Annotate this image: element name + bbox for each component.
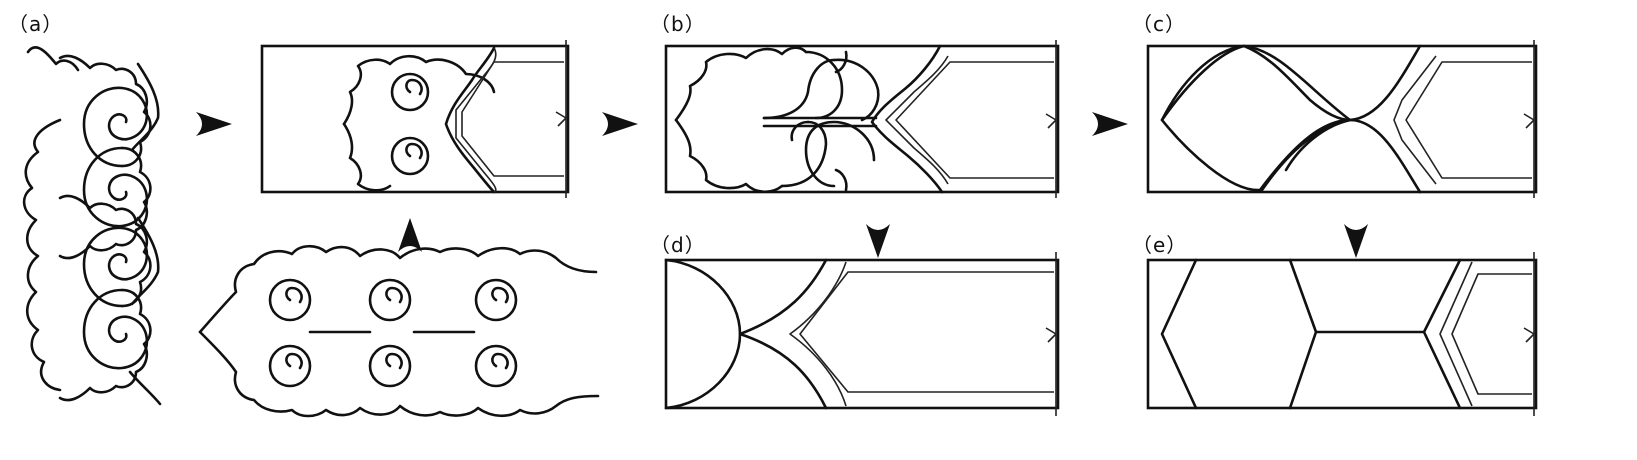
- panel-a-vertical-scroll-chain: [22, 46, 162, 406]
- panel-label-a: （a）: [8, 12, 64, 36]
- panel-label-e: （e）: [1132, 233, 1188, 257]
- panel-b-box: [664, 40, 1060, 198]
- panel-a-top-box: [260, 40, 570, 198]
- panel-e-box: [1146, 252, 1538, 416]
- arrow-c-to-e: [1344, 224, 1368, 258]
- panel-c-box: [1146, 40, 1538, 198]
- arrow-b-to-d: [866, 224, 890, 258]
- panel-label-d: （d）: [650, 233, 706, 257]
- arrow-b-to-c: [1092, 112, 1128, 136]
- panel-a-horizontal-scroll-chain: [198, 244, 600, 418]
- panel-label-b: （b）: [650, 12, 706, 36]
- panel-d-box: [664, 252, 1060, 416]
- arrow-bottom-to-top: [398, 218, 422, 252]
- panel-label-c: （c）: [1132, 12, 1186, 36]
- arrow-a-to-b: [602, 112, 638, 136]
- arrow-a-to-top: [196, 112, 232, 136]
